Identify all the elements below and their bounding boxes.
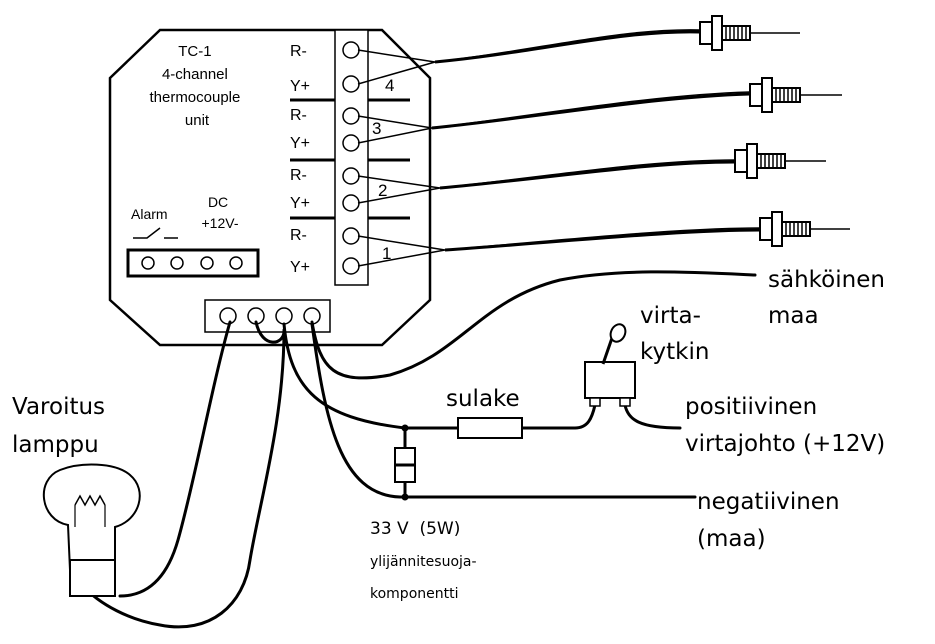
power-toggle-switch [584, 323, 636, 407]
svg-text:sähköinen maa: sähköinen maa [768, 267, 892, 329]
terminal-screw [342, 227, 360, 245]
channel-1-y-label: Y+ [290, 259, 310, 276]
terminal-screw [342, 107, 360, 125]
negative-label-line: negatiivinen [697, 489, 840, 515]
svg-text:positiivinen virtajohto (+: positiivinen virtajohto (+12V) [685, 394, 885, 457]
channel-1-number: 1 [382, 244, 391, 263]
positive-label-line: positiivinen [685, 394, 817, 420]
thermocouple-probe [699, 15, 800, 51]
alarm-label: Alarm [131, 206, 168, 222]
svg-text:DC +12V-: DC +12V- [202, 194, 239, 231]
terminal-screw [342, 134, 360, 152]
positive-label-line: virtajohto (+12V) [685, 431, 885, 457]
warning-lamp [42, 463, 141, 597]
alarm-contact-symbol [133, 227, 178, 239]
channel-4-number: 4 [385, 76, 394, 95]
dc-label-line: DC [208, 194, 228, 210]
thermocouple-probe [759, 211, 850, 247]
lamp-label-line: lamppu [12, 432, 99, 458]
terminal-screw [342, 167, 360, 185]
terminal-screw [229, 256, 243, 270]
switch-label-line: virta- [640, 303, 701, 329]
surge-protector-component [394, 424, 416, 501]
electrical-ground-wire [310, 270, 757, 380]
unit-title-line: thermocouple [149, 89, 240, 106]
lamp-return-wire [80, 320, 286, 629]
terminal-screw [342, 257, 360, 275]
terminal-screw [200, 256, 214, 270]
terminal-screw [219, 307, 237, 325]
unit-title-line: unit [185, 112, 210, 129]
channel-2-y-label: Y+ [290, 195, 310, 212]
svg-text:virta- kytkin: virta- kytkin [640, 303, 709, 365]
terminal-screw [275, 307, 293, 325]
thermocouple-probe [749, 77, 842, 113]
positive-supply-wire [282, 322, 460, 430]
protector-label-line: komponentti [370, 586, 459, 602]
terminal-screw [141, 256, 155, 270]
svg-text:33 V (5W) ylijännitesuoja: 33 V (5W) ylijännitesuoja- komponentti [370, 519, 482, 602]
svg-text:negatiivinen (maa): negatiivinen (maa) [697, 489, 847, 552]
channel-3-number: 3 [372, 119, 381, 138]
unit-title-line: 4-channel [162, 66, 228, 83]
negative-label-line: (maa) [697, 526, 766, 552]
channel-2-number: 2 [378, 181, 387, 200]
thermocouple-lead-wires [431, 30, 761, 252]
switch-label-line: kytkin [640, 339, 709, 365]
terminal-screw [342, 75, 360, 93]
fuse-label: sulake [446, 386, 520, 412]
lamp-filament-icon [74, 494, 106, 507]
channel-1-r-label: R- [290, 227, 307, 244]
thermocouple-probe [734, 143, 826, 179]
protector-label-line: 33 V (5W) [370, 519, 460, 539]
svg-text:Varoitus lamppu: Varoitus lamppu [12, 394, 112, 458]
ground-label-line: sähköinen [768, 267, 885, 293]
channel-4-r-label: R- [290, 43, 307, 60]
switch-to-supply-wire [623, 403, 682, 430]
terminal-screw [342, 41, 360, 59]
terminal-screw [170, 256, 184, 270]
channel-3-r-label: R- [290, 107, 307, 124]
fuse-component [457, 417, 523, 439]
dc-label-line: +12V- [202, 215, 239, 231]
fuse-to-switch-wire [520, 403, 597, 430]
lamp-label-line: Varoitus [12, 394, 105, 420]
ground-label-line: maa [768, 303, 819, 329]
negative-ground-wire [310, 322, 697, 499]
channel-4-y-label: Y+ [290, 78, 310, 95]
terminal-screw [342, 194, 360, 212]
protector-label-line: ylijännitesuoja- [370, 554, 477, 570]
lamp-feed-wire [118, 320, 232, 598]
channel-2-r-label: R- [290, 167, 307, 184]
svg-text:TC-1 4-channel thermoc: TC-1 4-channel thermocouple unit [149, 43, 244, 129]
unit-title-line: TC-1 [178, 43, 211, 60]
channel-3-y-label: Y+ [290, 135, 310, 152]
thermocouple-terminal-strip [334, 29, 369, 286]
